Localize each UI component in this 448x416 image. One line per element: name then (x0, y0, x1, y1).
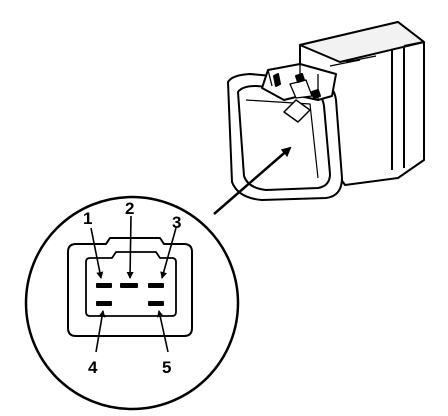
leader-line-5 (156, 310, 169, 353)
terminal-3 (148, 283, 164, 288)
pin-label-4: 4 (88, 358, 98, 377)
pin-label-5: 5 (162, 358, 171, 377)
terminal-face-inner (85, 251, 177, 317)
terminal-face-outer (67, 237, 193, 337)
pin-label-2: 2 (125, 199, 134, 218)
leader-line-4 (95, 310, 106, 353)
pointer-arrow (213, 146, 292, 215)
leader-line-3 (160, 227, 177, 279)
terminal-1 (96, 283, 112, 288)
leader-lines (90, 215, 177, 353)
terminal-5 (148, 301, 164, 306)
pin-label-1: 1 (83, 209, 92, 228)
terminal-2 (120, 283, 138, 288)
connector-housing (227, 21, 425, 201)
leader-line-1 (90, 227, 104, 279)
terminals (96, 283, 164, 306)
pin-label-3: 3 (172, 213, 181, 232)
terminal-4 (96, 301, 112, 306)
leader-line-2 (126, 215, 134, 279)
terminal-face (67, 237, 193, 337)
connector-cavity (237, 85, 331, 191)
magnified-view-circle (24, 195, 240, 411)
